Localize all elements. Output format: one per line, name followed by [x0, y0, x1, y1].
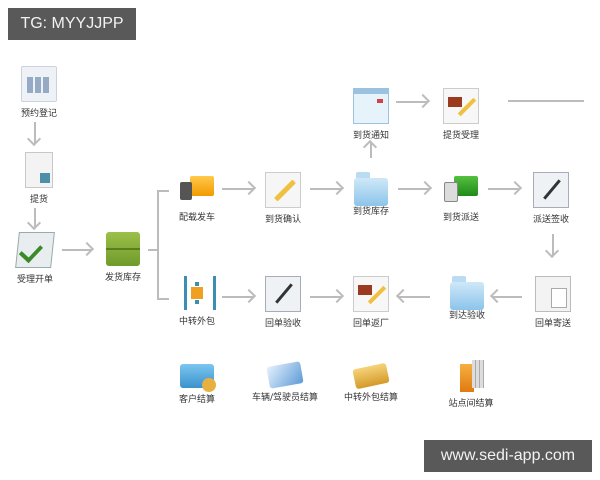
node-arrival-stock: 到货库存 [336, 172, 406, 217]
node-label: 站点间结算 [448, 399, 494, 409]
arrow-right [62, 249, 92, 251]
pencil-icon [265, 172, 301, 208]
document-icon [25, 152, 53, 188]
form-grid-icon [21, 66, 57, 102]
node-label: 回单返厂 [352, 319, 389, 329]
arrow-right [398, 188, 430, 190]
node-label: 到货通知 [352, 131, 389, 141]
arrow-down [552, 234, 554, 256]
settlement-transfer-outsource: 中转外包结算 [334, 358, 408, 403]
node-pickup-accept: 提货受理 [426, 88, 496, 141]
node-label: 提货受理 [442, 131, 479, 141]
green-truck-icon [444, 172, 478, 206]
node-label: 中转外包结算 [343, 393, 398, 403]
folder-icon [450, 276, 484, 310]
node-label: 回单验收 [264, 319, 301, 329]
arrow-up [370, 142, 372, 158]
node-label: 发货库存 [104, 273, 141, 283]
gold-card-icon [352, 362, 390, 390]
bracket-stem [148, 249, 158, 251]
window-icon [353, 88, 389, 124]
node-booking-register: 预约登记 [4, 66, 74, 119]
blue-card-icon [266, 361, 304, 389]
arrow-right [222, 188, 254, 190]
bracket-vertical [157, 190, 159, 300]
photo-pencil-icon [443, 88, 479, 124]
arrow-right [488, 188, 520, 190]
watermark-top-left: TG: MYYJJPP [8, 8, 136, 40]
photo-pencil-icon [353, 276, 389, 312]
watermark-url: www.sedi-app.com [424, 440, 592, 472]
arrow-down [34, 122, 36, 144]
node-label: 回单寄送 [534, 319, 571, 329]
node-receipt-mailing: 回单寄送 [518, 276, 588, 329]
connector-line [508, 100, 584, 102]
node-pickup: 提货 [4, 152, 74, 205]
bracket-top [157, 190, 169, 192]
node-label: 到货库存 [352, 207, 389, 217]
orange-truck-icon [180, 172, 214, 206]
books-icon [454, 358, 488, 392]
arrow-left [492, 296, 522, 298]
node-loading-dispatch: 配载发车 [162, 172, 232, 223]
node-label: 中转外包 [178, 317, 215, 327]
node-label: 派送签收 [532, 215, 569, 225]
signature-icon [533, 172, 569, 208]
signature-icon [265, 276, 301, 312]
node-transfer-outsource: 中转外包 [162, 276, 232, 327]
node-label: 受理开单 [16, 275, 53, 285]
arrow-left [398, 296, 430, 298]
pallet-icon [106, 232, 140, 266]
card-coins-icon [180, 364, 216, 392]
folder-icon [354, 172, 388, 206]
node-arrival-confirm: 到货确认 [248, 172, 318, 225]
settlement-customer: 客户结算 [162, 358, 232, 405]
node-label: 提货 [29, 195, 48, 205]
node-arrival-delivery: 到货派送 [426, 172, 496, 223]
node-label: 车辆/驾驶员结算 [251, 393, 319, 403]
node-arrival-acceptance: 到达验收 [432, 276, 502, 321]
file-documents-icon [535, 276, 571, 312]
arrow-right [222, 296, 254, 298]
bracket-bottom [157, 298, 169, 300]
node-shipping-stock: 发货库存 [88, 232, 158, 283]
node-label: 到货派送 [442, 213, 479, 223]
node-label: 到货确认 [264, 215, 301, 225]
arrow-right [310, 296, 342, 298]
frame-icon [180, 276, 216, 310]
checkmark-board-icon [15, 232, 55, 268]
node-label: 预约登记 [20, 109, 57, 119]
node-label: 客户结算 [178, 395, 215, 405]
node-label: 配载发车 [178, 213, 215, 223]
node-receipt-check: 回单验收 [248, 276, 318, 329]
node-arrival-notice: 到货通知 [336, 88, 406, 141]
node-receipt-return: 回单返厂 [336, 276, 406, 329]
settlement-inter-station: 站点间结算 [436, 358, 506, 409]
arrow-right [310, 188, 342, 190]
arrow-down [34, 208, 36, 228]
settlement-vehicle-driver: 车辆/驾驶员结算 [240, 358, 330, 403]
node-accept-order: 受理开单 [0, 232, 70, 285]
node-label: 到达验收 [448, 311, 485, 321]
node-delivery-signoff: 派送签收 [516, 172, 586, 225]
arrow-right [396, 101, 428, 103]
